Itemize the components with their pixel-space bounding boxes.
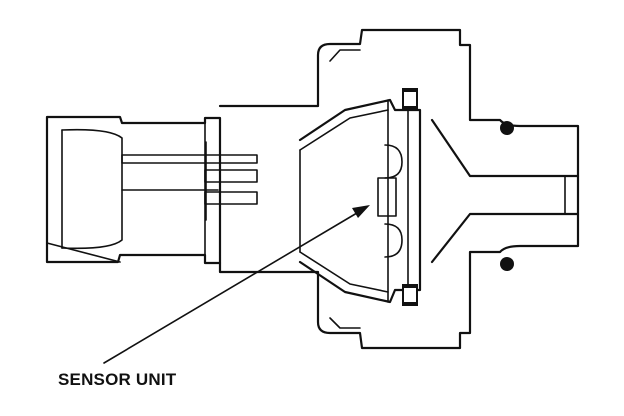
- sensor-unit: [298, 98, 422, 304]
- sensor-housing: [218, 28, 580, 350]
- terminal-pins: [121, 141, 258, 221]
- callout-leader: [103, 205, 370, 364]
- sensor-unit-label: SENSOR UNIT: [58, 370, 177, 389]
- o-rings: [402, 88, 514, 306]
- pressure-port: [430, 118, 580, 264]
